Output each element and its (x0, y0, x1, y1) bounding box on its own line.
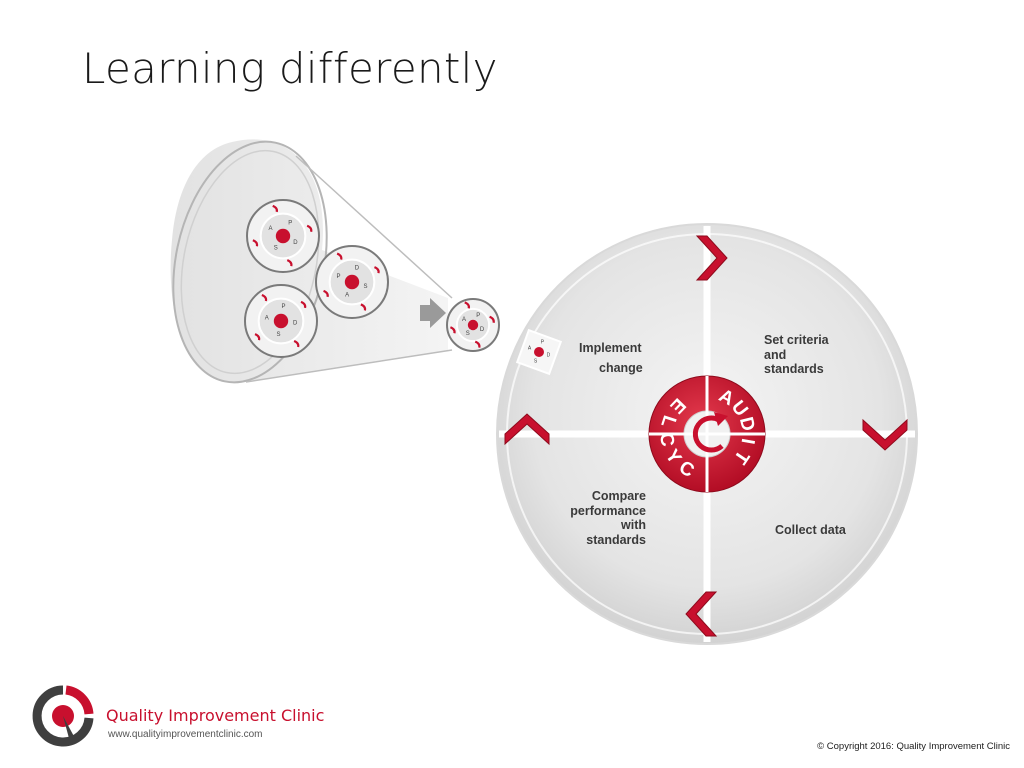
pdsa-letter: D (547, 352, 551, 358)
pdsa-arrow-icon (272, 204, 278, 213)
audit-cycle-letter: C (655, 431, 678, 448)
pdsa-arrow-icon (489, 315, 495, 324)
pdsa-arrow-icon (293, 339, 300, 348)
pdsa-arrow-icon (261, 293, 268, 302)
pdsa-letter: D (293, 321, 298, 327)
pdsa-letter: S (276, 332, 280, 338)
pdsa-letter: S (534, 358, 538, 364)
copyright-notice: © Copyright 2016: Quality Improvement Cl… (817, 741, 1010, 752)
pdsa-letter: A (462, 317, 466, 323)
pdsa-wheel: P D S A (244, 284, 318, 358)
chevron-icon (685, 591, 718, 637)
brand-url: www.qualityimprovementclinic.com (108, 729, 263, 740)
pdsa-letter: P (288, 221, 292, 227)
pdsa-letter: A (269, 226, 273, 232)
pdsa-letter: S (364, 284, 368, 290)
quality-improvement-clinic-logo (32, 685, 94, 747)
pdsa-arrow-icon (323, 289, 329, 298)
chevron-icon (504, 413, 550, 446)
brand-name: Quality Improvement Clinic (106, 706, 325, 725)
pdsa-letter: S (466, 331, 470, 337)
pdsa-letter: D (480, 327, 485, 333)
pdsa-tile: PD SA (515, 328, 563, 376)
chevron-icon (862, 418, 908, 451)
pdsa-arrow-icon (373, 266, 380, 274)
pdsa-arrow-icon (474, 340, 481, 348)
pdsa-arrow-icon (336, 252, 343, 260)
pdsa-arrow-icon (254, 333, 261, 341)
pdsa-letter: A (265, 315, 269, 321)
pdsa-letter: P (541, 340, 545, 346)
pdsa-letter: S (274, 245, 278, 251)
pdsa-letter: D (293, 240, 298, 246)
pdsa-letter: P (336, 274, 340, 280)
quadrant-label-line: Collect data (775, 523, 846, 537)
quadrant-implement-change: Implement change (579, 338, 643, 378)
quadrant-set-criteria: Set criteria and standards (764, 333, 829, 377)
pdsa-letter: A (345, 293, 349, 299)
quadrant-label-line: performance (570, 503, 646, 518)
quadrant-label-line: and (764, 347, 787, 362)
pdsa-letter: D (355, 265, 360, 271)
quadrant-label-line: standards (586, 532, 646, 547)
arrow-right-icon (420, 298, 446, 328)
pdsa-arrow-icon (252, 239, 259, 247)
pdsa-letter: A (528, 346, 532, 352)
quadrant-label-line: with (621, 518, 646, 532)
pdsa-cycle-wheels: P D S A P D S A P D S A P D S A (244, 199, 500, 358)
pdsa-arrow-icon (449, 326, 456, 334)
audit-cycle-letter: D (735, 415, 759, 433)
audit-cycle-letter: I (737, 437, 759, 446)
quadrant-label-line: change (599, 361, 643, 375)
quadrant-label-line: standards (764, 362, 824, 376)
slide-title: Learning differently (82, 44, 498, 93)
pdsa-wheel: P D S A (315, 245, 389, 319)
quadrant-label-line: Set criteria (764, 333, 829, 347)
pdsa-letter: P (476, 313, 480, 319)
pdsa-letter: P (281, 304, 285, 310)
quadrant-collect-data: Collect data (775, 524, 846, 537)
pdsa-arrow-icon (286, 259, 293, 267)
quadrant-label-line: Compare (591, 489, 646, 503)
quadrant-label-line: Implement (579, 341, 642, 355)
quadrant-compare-performance: Compare performance with standards (566, 489, 646, 547)
pdsa-arrow-icon (306, 224, 313, 232)
pdsa-arrow-icon (360, 303, 367, 311)
cycle-direction-chevrons (504, 235, 908, 637)
chevron-icon (695, 235, 728, 281)
pdsa-wheel: P D S A (446, 298, 500, 352)
pdsa-arrow-icon (464, 301, 471, 309)
pdsa-wheel: P D S A (246, 199, 320, 273)
pdsa-arrow-icon (300, 300, 307, 309)
